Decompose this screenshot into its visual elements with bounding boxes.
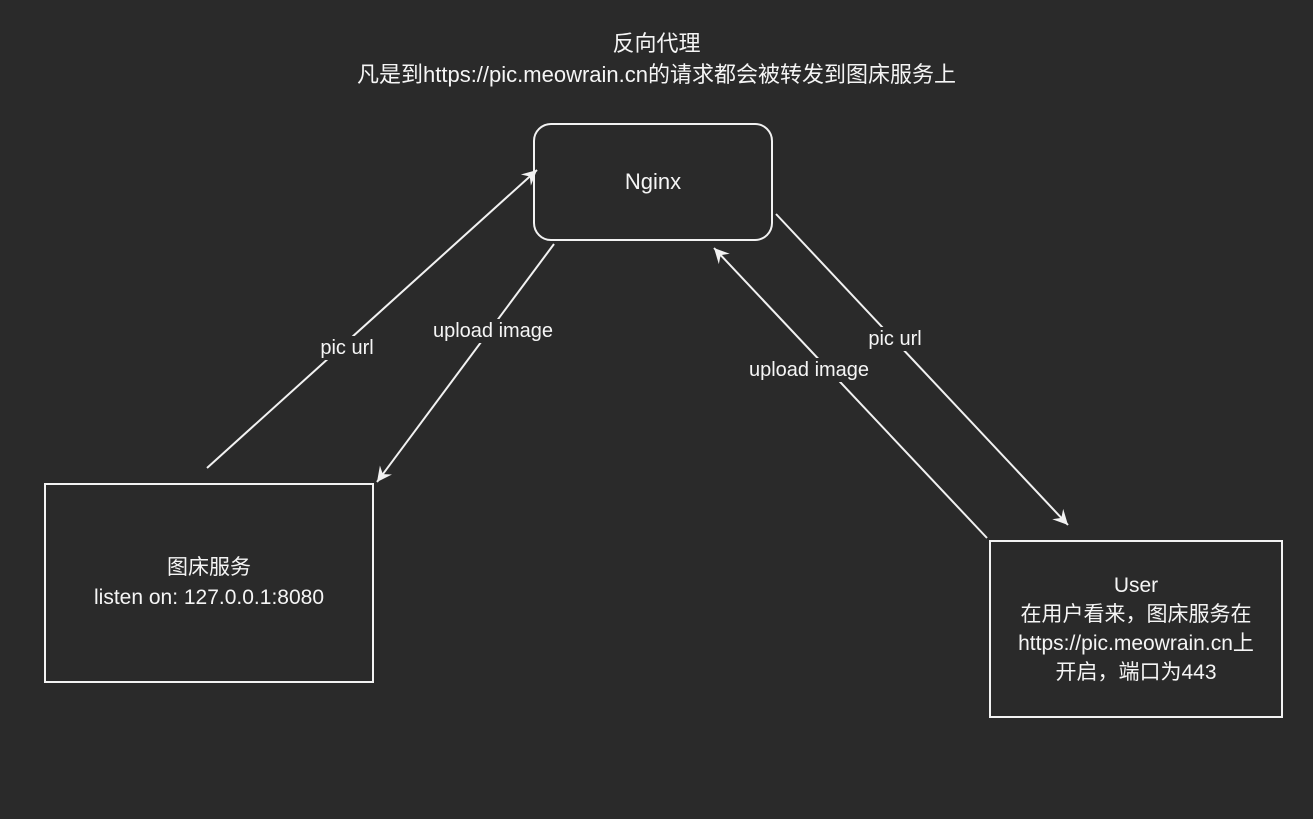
arrow-pic-url-service-to-nginx <box>206 169 538 469</box>
diagram-subtitle: 凡是到https://pic.meowrain.cn的请求都会被转发到图床服务上 <box>357 62 956 87</box>
diagram-title-block: 反向代理 凡是到https://pic.meowrain.cn的请求都会被转发到… <box>0 28 1313 90</box>
node-user-line3: 开启，端口为443 <box>1055 661 1217 684</box>
arrow-upload-image-user-to-nginx <box>713 247 988 539</box>
edge-label-upload-image-right: upload image <box>745 358 873 382</box>
node-image-service-subtitle: listen on: 127.0.0.1:8080 <box>93 586 324 609</box>
node-nginx-label: Nginx <box>624 169 682 194</box>
edge-label-upload-image-left: upload image <box>429 319 557 343</box>
node-image-service-title: 图床服务 <box>167 556 251 579</box>
edge-label-pic-url-right: pic url <box>865 327 925 351</box>
node-user-line1: 在用户看来，图床服务在 <box>1020 603 1252 626</box>
node-user-title: User <box>1113 574 1159 597</box>
arrow-upload-image-nginx-to-service <box>376 243 555 483</box>
node-user: User 在用户看来，图床服务在 https://pic.meowrain.cn… <box>989 540 1283 718</box>
node-user-line2: https://pic.meowrain.cn上 <box>1018 632 1254 655</box>
node-nginx: Nginx <box>533 123 773 241</box>
diagram-title: 反向代理 <box>612 31 701 56</box>
edge-label-pic-url-left: pic url <box>317 336 377 360</box>
arrow-pic-url-nginx-to-user <box>775 213 1069 526</box>
node-image-service: 图床服务 listen on: 127.0.0.1:8080 <box>44 483 374 683</box>
